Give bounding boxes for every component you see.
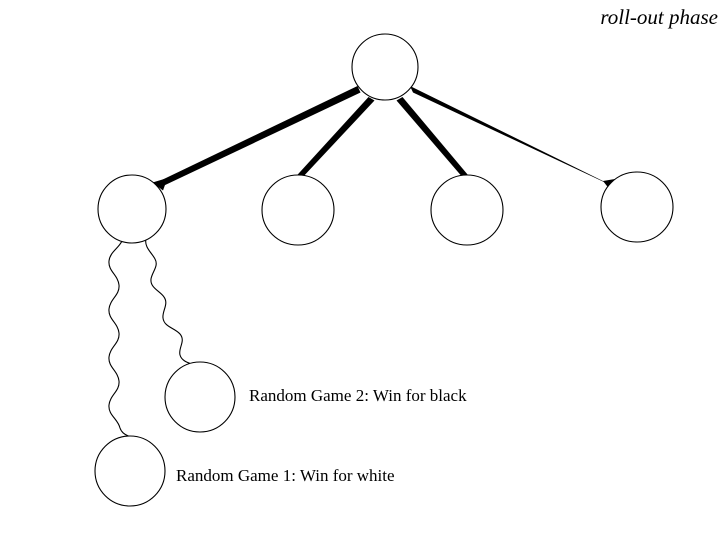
rollout-path-game-2 — [145, 238, 207, 374]
child-node-3[interactable] — [430, 174, 504, 246]
rollout-node-game-2[interactable] — [164, 361, 236, 433]
root-node[interactable] — [351, 33, 419, 101]
tree-edges — [152, 86, 618, 191]
rollout-label-game-1: Random Game 1: Win for white — [176, 466, 395, 485]
child-node-4[interactable] — [600, 171, 674, 243]
tree-nodes — [94, 33, 674, 507]
rollout-path-game-1 — [108, 240, 131, 438]
edge-root-to-child-4 — [410, 86, 613, 186]
child-node-1[interactable] — [97, 174, 167, 244]
arrowhead-child-1 — [152, 178, 168, 191]
rollout-node-game-1[interactable] — [94, 435, 166, 507]
page-title: roll-out phase — [600, 5, 718, 29]
edge-root-to-child-1 — [155, 86, 361, 187]
edge-root-to-child-3 — [396, 97, 471, 179]
edge-root-to-child-2 — [294, 97, 375, 179]
rollout-label-game-2: Random Game 2: Win for black — [249, 386, 467, 405]
child-node-2[interactable] — [261, 174, 335, 246]
